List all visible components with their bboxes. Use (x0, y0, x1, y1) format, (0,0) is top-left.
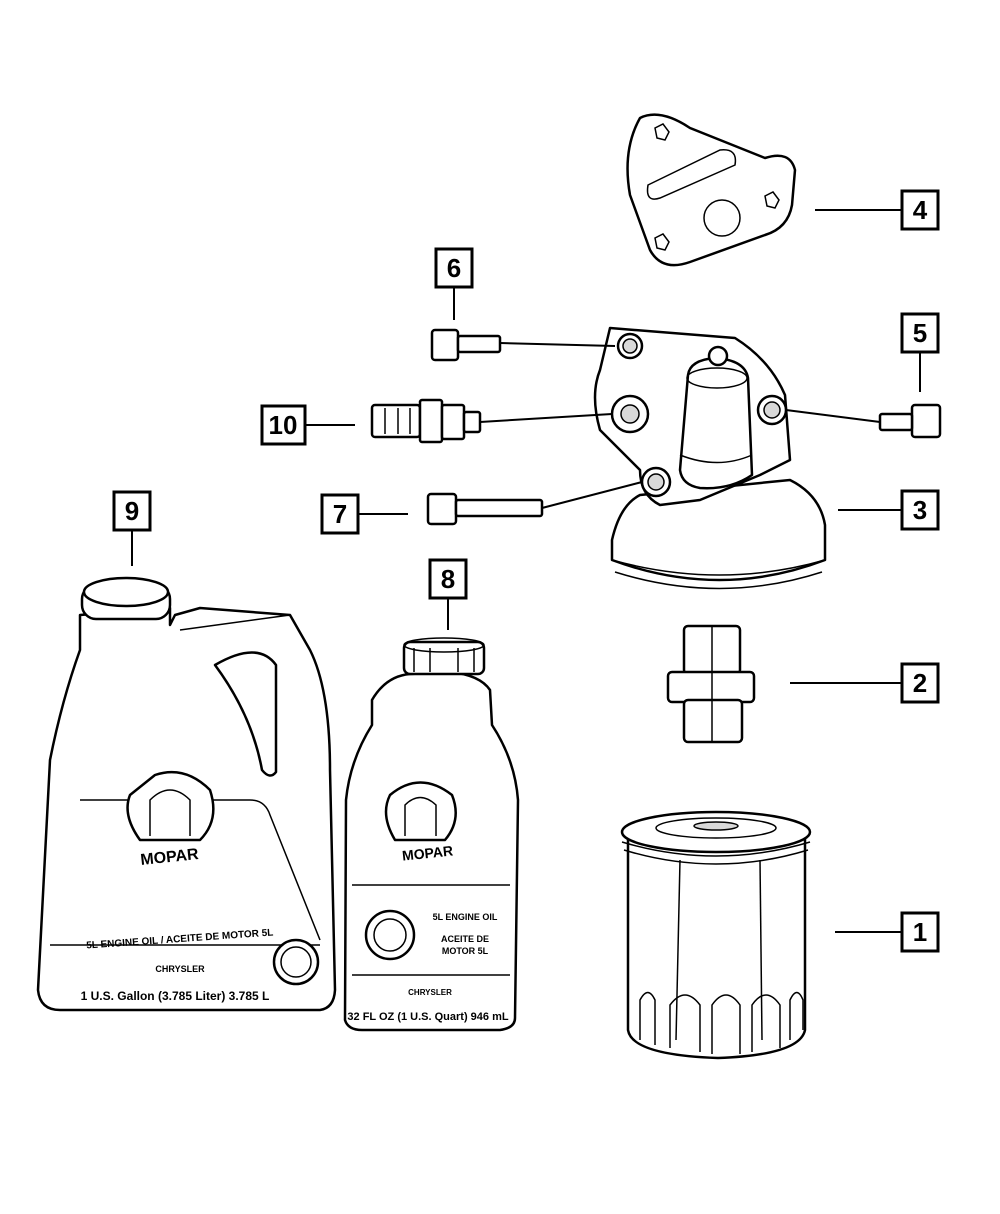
quart-volume-text: 32 FL OZ (1 U.S. Quart) 946 mL (347, 1011, 508, 1023)
callout-3: 3 (900, 489, 940, 531)
callout-4: 4 (900, 189, 940, 231)
callout-6: 6 (434, 247, 474, 289)
oil-gallon-jug-part: MOPAR 5L ENGINE OIL / ACEITE DE MOTOR 5L… (36, 576, 337, 1012)
callout-10-label: 10 (269, 410, 298, 440)
bolt-7-part (426, 481, 643, 526)
quart-oil-type-text-1: 5L ENGINE OIL (433, 912, 498, 922)
callout-8-label: 8 (441, 564, 455, 594)
gasket-part (626, 113, 797, 267)
bolt-5-part (785, 403, 942, 439)
threaded-nipple-part (666, 624, 756, 744)
callout-1: 1 (900, 911, 940, 953)
callout-10: 10 (260, 404, 307, 446)
gallon-chrysler-text: CHRYSLER (155, 964, 205, 974)
bolt-6-part (430, 328, 616, 362)
callout-5: 5 (900, 312, 940, 354)
callout-7: 7 (320, 493, 360, 535)
callout-8: 8 (428, 558, 468, 600)
oil-quart-bottle-part: MOPAR 5L ENGINE OIL ACEITE DE MOTOR 5L C… (343, 637, 520, 1032)
oil-filter-part (620, 810, 812, 1060)
callout-9: 9 (112, 490, 152, 532)
callout-9-label: 9 (125, 496, 139, 526)
callout-2-label: 2 (913, 668, 927, 698)
callout-1-label: 1 (913, 917, 927, 947)
callout-6-label: 6 (447, 253, 461, 283)
quart-chrysler-text: CHRYSLER (408, 988, 452, 997)
callout-3-label: 3 (913, 495, 927, 525)
callout-7-label: 7 (333, 499, 347, 529)
quart-oil-type-text-3: MOTOR 5L (442, 946, 489, 956)
quart-brand-text: MOPAR (401, 842, 453, 863)
gallon-brand-text: MOPAR (140, 846, 200, 869)
callout-2: 2 (900, 662, 940, 704)
callout-5-label: 5 (913, 318, 927, 348)
oil-filter-adapter-part (593, 326, 827, 590)
oil-pressure-sensor-part (370, 398, 613, 444)
quart-oil-type-text-2: ACEITE DE (441, 934, 489, 944)
gallon-volume-text: 1 U.S. Gallon (3.785 Liter) 3.785 L (81, 989, 270, 1003)
callout-4-label: 4 (913, 195, 928, 225)
